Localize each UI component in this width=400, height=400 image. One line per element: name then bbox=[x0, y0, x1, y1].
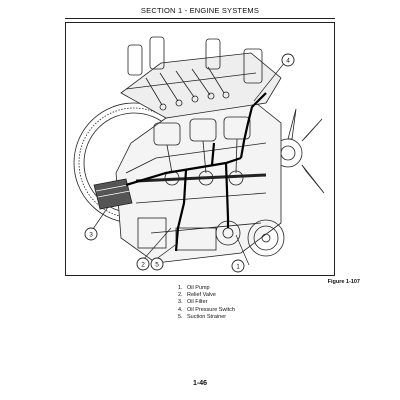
legend-item-label: Oil Pump bbox=[187, 285, 210, 291]
section-header: SECTION 1 - ENGINE SYSTEMS bbox=[140, 6, 260, 15]
legend-item-number: 1. bbox=[178, 285, 183, 291]
legend-item-label: Relief Valve bbox=[187, 292, 216, 299]
figure-frame: 1 2 3 4 5 bbox=[65, 22, 335, 276]
engine-lubrication-illustration: 1 2 3 4 5 bbox=[73, 36, 325, 273]
callout-3-marker bbox=[84, 227, 98, 241]
engine-block-drawing bbox=[115, 102, 282, 264]
legend-item-number: 4. bbox=[178, 306, 183, 313]
callout-1-label: 1 bbox=[236, 264, 240, 271]
cylinder-head-drawing bbox=[120, 36, 282, 119]
callout-4-label: 4 bbox=[286, 58, 290, 65]
legend-item-label: Oil Pressure Switch bbox=[187, 306, 235, 313]
oil-filter-drawing bbox=[93, 178, 133, 210]
legend-item: 3. Oil Filter bbox=[178, 299, 235, 306]
legend-item: 4. Oil Pressure Switch bbox=[178, 307, 235, 314]
legend-item-number: 3. bbox=[178, 299, 183, 306]
header-divider bbox=[65, 18, 335, 19]
legend-item-number: 5. bbox=[178, 313, 183, 320]
oil-lines-drawing bbox=[125, 92, 267, 252]
legend-item-number: 2. bbox=[178, 292, 183, 299]
legend-item-label: Oil Filter bbox=[187, 299, 208, 306]
page-number: 1-46 bbox=[192, 380, 207, 387]
callout-4-marker bbox=[281, 53, 295, 67]
legend-item: 2. Relief Valve bbox=[178, 292, 235, 299]
parts-legend: 1. Oil Pump 2. Relief Valve 3. Oil Filter 4… bbox=[178, 285, 235, 321]
callout-2-marker bbox=[136, 257, 150, 271]
callout-2-label: 2 bbox=[141, 262, 145, 269]
legend-item: 1. Oil Pump bbox=[178, 285, 235, 292]
crankshaft-drawing bbox=[135, 116, 267, 186]
legend-item-label: Suction Strainer bbox=[187, 313, 227, 320]
callout-5-label: 5 bbox=[155, 262, 159, 269]
legend-item: 5. Suction Strainer bbox=[178, 314, 235, 321]
callout-3-label: 3 bbox=[89, 232, 93, 239]
callout-1-marker bbox=[231, 259, 245, 273]
figure-caption: Figure 1-107 bbox=[327, 279, 360, 285]
callout-5-marker bbox=[150, 257, 164, 271]
